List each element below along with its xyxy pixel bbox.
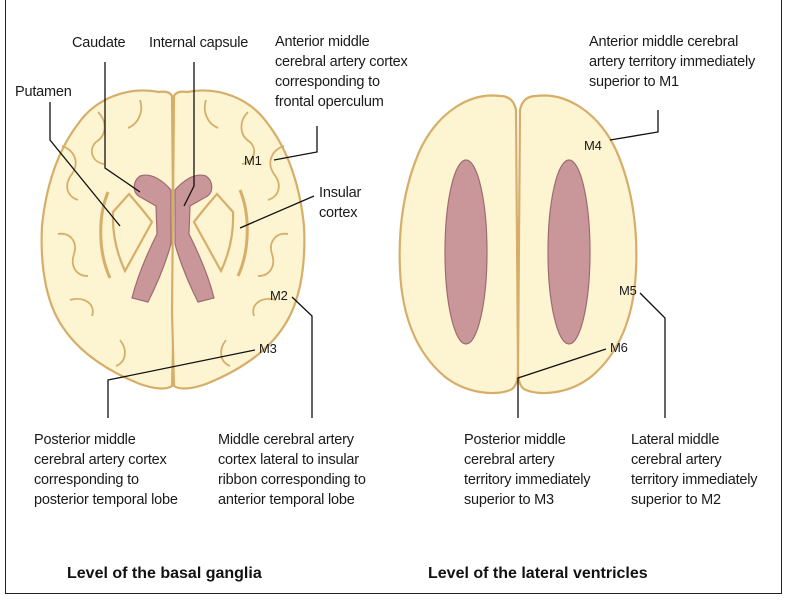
marker-m5: M5: [619, 281, 637, 301]
label-m2-description: Middle cerebral artery cortex lateral to…: [218, 430, 366, 510]
caption-basal-ganglia: Level of the basal ganglia: [67, 565, 262, 583]
label-m1-description: Anterior middle cerebral artery cortex c…: [275, 32, 408, 112]
marker-m2: M2: [270, 286, 288, 306]
leader-m4: [610, 110, 658, 140]
label-m5-description: Lateral middle cerebral artery territory…: [631, 430, 757, 510]
label-m6-description: Posterior middle cerebral artery territo…: [464, 430, 590, 510]
body-of-lateral-ventricle-right: [548, 160, 590, 344]
leader-m5: [640, 293, 665, 418]
marker-m4: M4: [584, 136, 602, 156]
label-m4-description: Anterior middle cerebral artery territor…: [589, 32, 755, 92]
marker-m3: M3: [259, 339, 277, 359]
label-putamen: Putamen: [15, 82, 72, 102]
label-insular-cortex: Insular cortex: [319, 183, 361, 223]
body-of-lateral-ventricle-left: [445, 160, 487, 344]
label-m3-description: Posterior middle cerebral artery cortex …: [34, 430, 178, 510]
label-internal-capsule: Internal capsule: [149, 33, 248, 53]
caption-lateral-ventricles: Level of the lateral ventricles: [428, 565, 648, 583]
marker-m6: M6: [610, 338, 628, 358]
leader-m2: [292, 297, 312, 418]
marker-m1: M1: [244, 151, 262, 171]
label-caudate: Caudate: [72, 33, 125, 53]
